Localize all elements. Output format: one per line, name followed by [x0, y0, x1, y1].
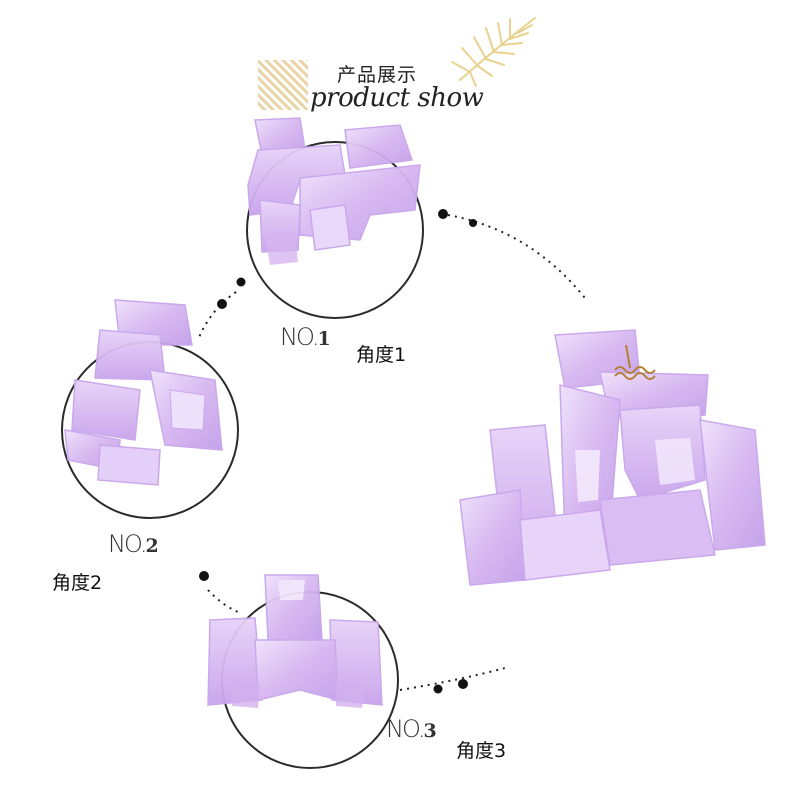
connector-dots: [199, 209, 477, 694]
connector-dot: [469, 219, 477, 227]
connector-dot: [438, 209, 448, 219]
striped-square-icon: [258, 60, 308, 110]
view-2-thumbnail: [61, 299, 239, 519]
connector-dot: [236, 277, 246, 287]
metal-spring-icon: [614, 344, 656, 380]
view-3-thumbnail: [207, 574, 399, 769]
view-1-number-label: NO.1: [280, 323, 331, 351]
dotted-orbit-path: [197, 214, 586, 691]
connector-dot: [199, 571, 209, 581]
main-product-image: [459, 329, 766, 586]
connector-dot: [433, 684, 443, 694]
number-prefix: NO.: [108, 530, 147, 558]
number-value: 1: [317, 328, 331, 350]
hair-clip-image: [64, 299, 223, 486]
connector-dot: [217, 299, 227, 309]
view-1-caption: 角度1: [356, 344, 407, 366]
hair-clip-image: [207, 574, 383, 708]
view-2-number-label: NO.2: [108, 530, 159, 558]
number-prefix: NO.: [280, 323, 319, 351]
connector-dot: [458, 679, 468, 689]
hair-clip-image: [247, 117, 421, 265]
number-prefix: NO.: [386, 715, 425, 743]
section-title-chinese: 产品展示: [337, 64, 418, 86]
view-3-number-label: NO.3: [386, 715, 437, 743]
number-value: 3: [423, 720, 437, 742]
view-3-caption: 角度3: [456, 740, 507, 762]
number-value: 2: [145, 535, 159, 557]
palm-leaf-icon: [451, 17, 536, 87]
section-title-english: product show: [310, 83, 484, 113]
view-1-thumbnail: [246, 117, 424, 319]
view-2-caption: 角度2: [52, 572, 103, 594]
